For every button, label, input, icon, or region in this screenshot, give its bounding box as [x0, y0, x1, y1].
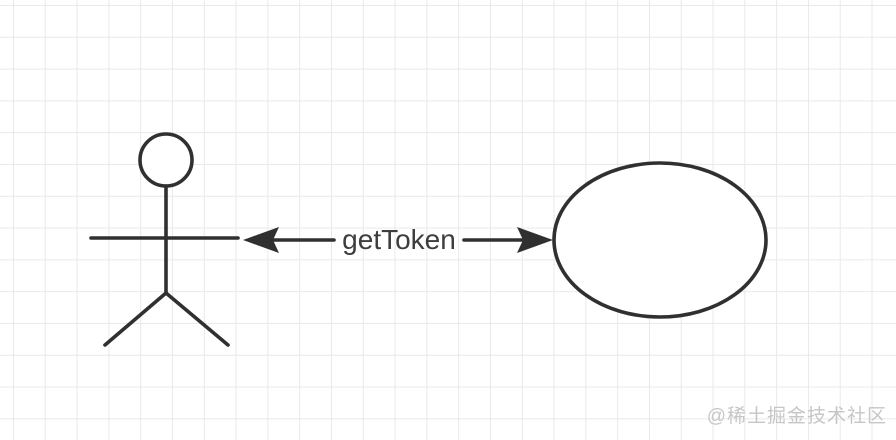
actor-leg-right	[164, 291, 230, 347]
watermark: @稀土掘金技术社区	[706, 406, 887, 427]
arrowhead-right-icon	[517, 227, 553, 253]
arrow-label: getToken	[342, 224, 456, 255]
actor-head	[138, 132, 194, 188]
arrowhead-left-icon	[243, 227, 279, 253]
association-arrow[interactable]: getToken	[243, 224, 553, 255]
actor-figure[interactable]	[89, 132, 240, 347]
actor-leg-left	[103, 291, 168, 347]
use-case-ellipse[interactable]	[552, 161, 768, 319]
